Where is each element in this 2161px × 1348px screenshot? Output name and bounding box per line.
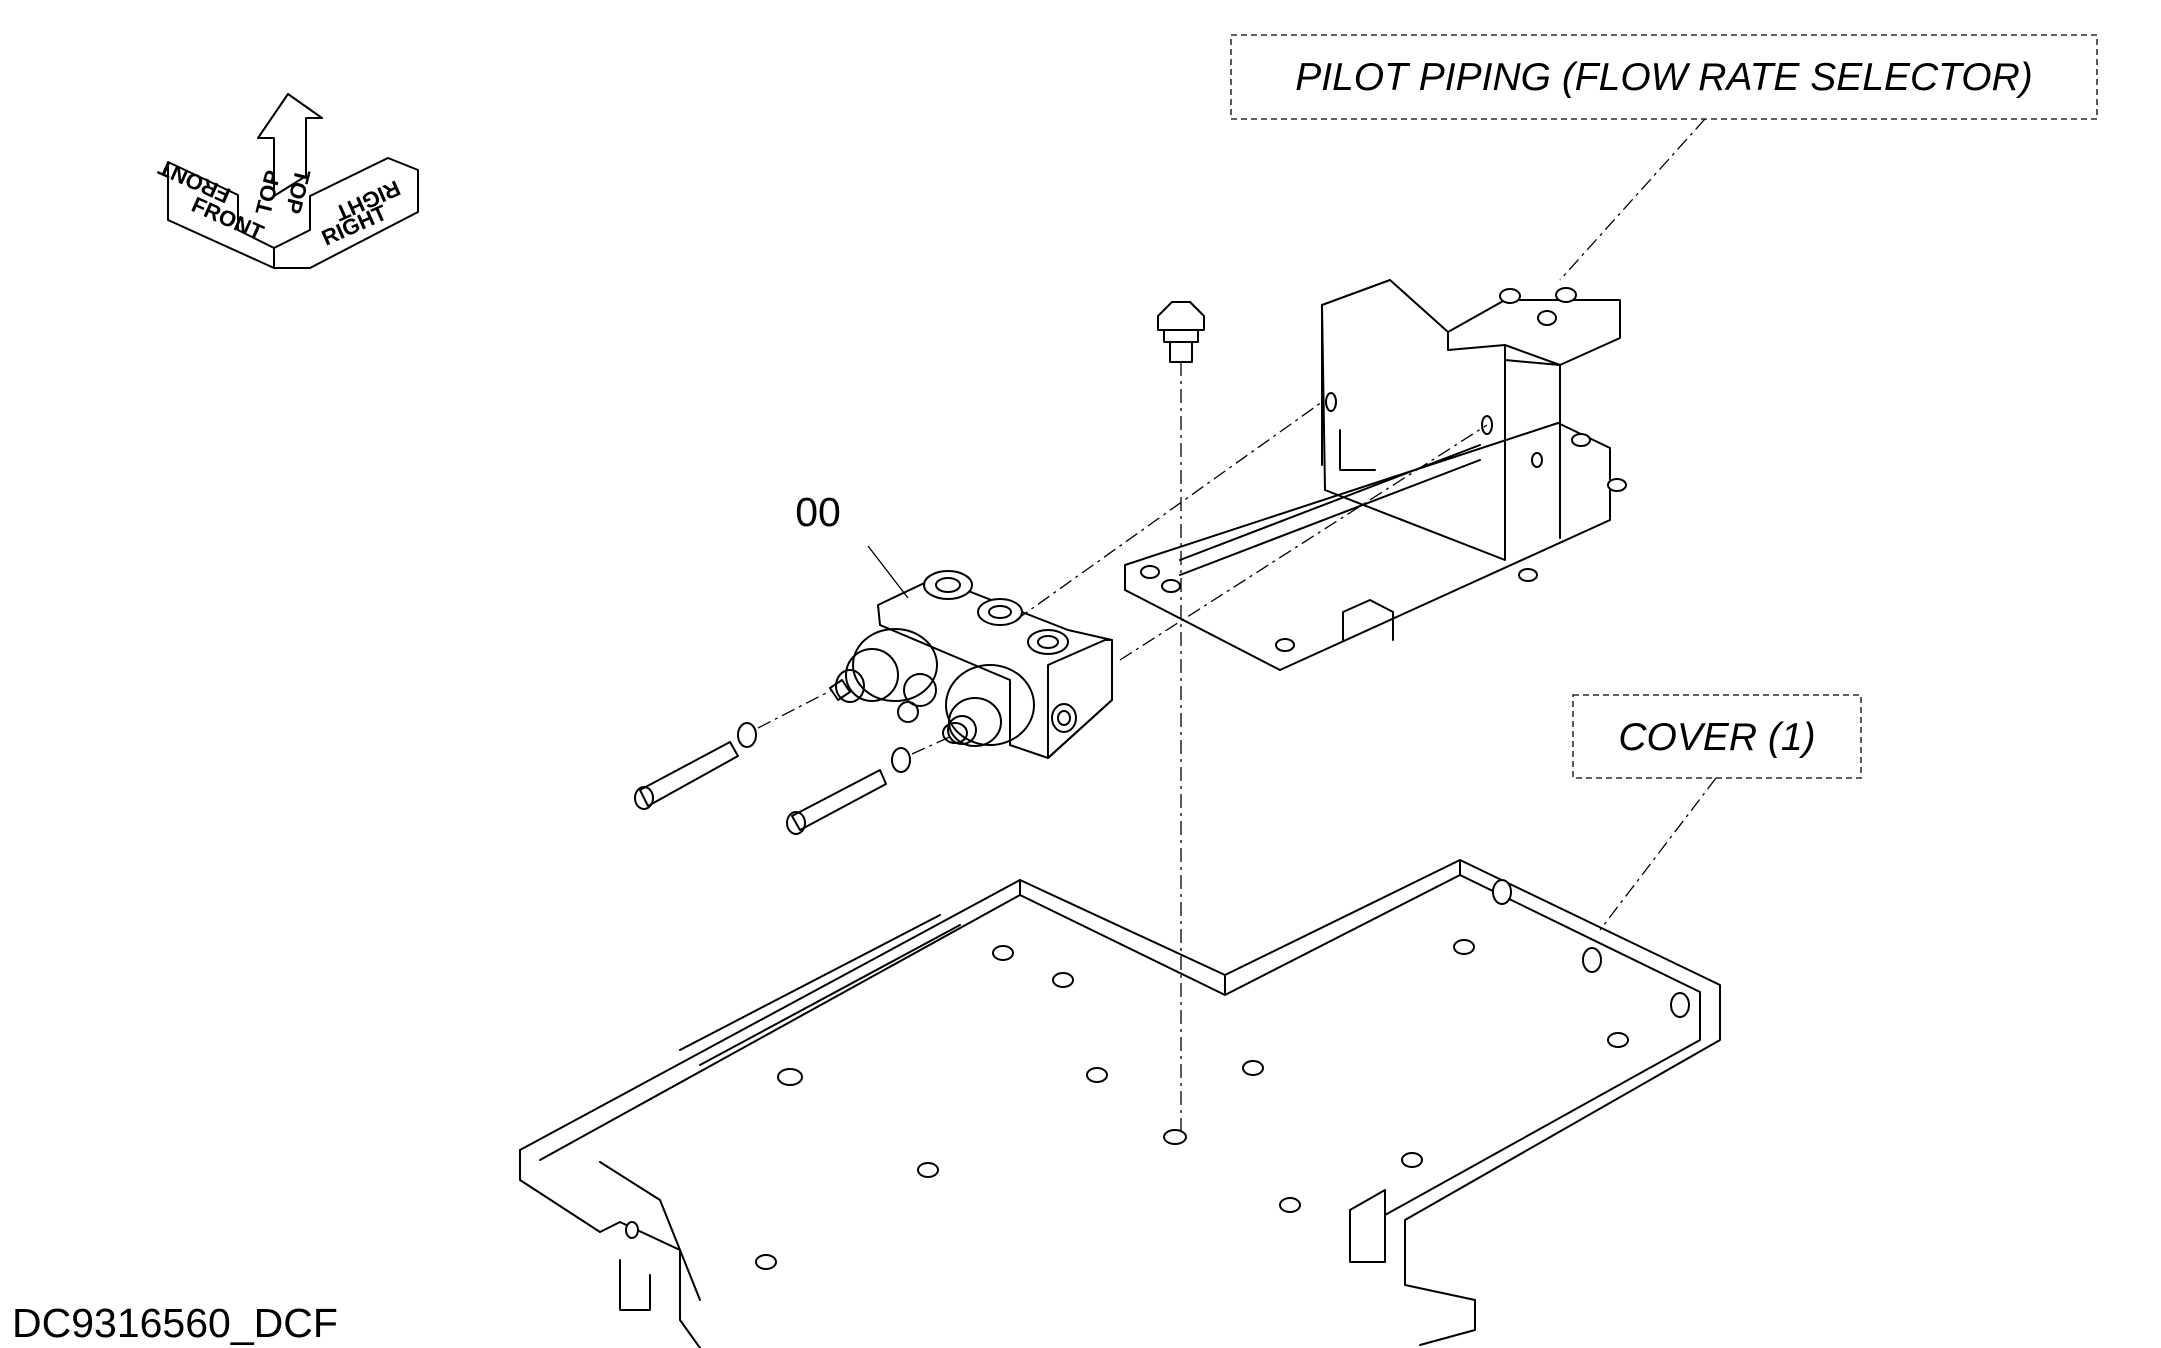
- pilot-piping-callout-text: PILOT PIPING (FLOW RATE SELECTOR): [1295, 56, 2033, 99]
- part-number-label: 00: [795, 489, 841, 535]
- cover-plate: [519, 859, 1721, 1348]
- drawing-id: DC9316560_DCF: [12, 1300, 338, 1346]
- mounting-bracket: [1124, 279, 1627, 671]
- vertical-bolt: [1157, 301, 1205, 1140]
- screw-lower: [786, 734, 955, 835]
- valve-assembly: 00: [795, 401, 1488, 759]
- orientation-arrow-icon: FRONT FRONT TOP TOP RIGHT RIGHT: [154, 93, 419, 269]
- pilot-piping-callout: PILOT PIPING (FLOW RATE SELECTOR): [1230, 34, 2098, 281]
- cover-callout: COVER (1): [1572, 694, 1862, 931]
- cover-callout-text: COVER (1): [1618, 716, 1815, 759]
- screw-upper: [634, 689, 833, 810]
